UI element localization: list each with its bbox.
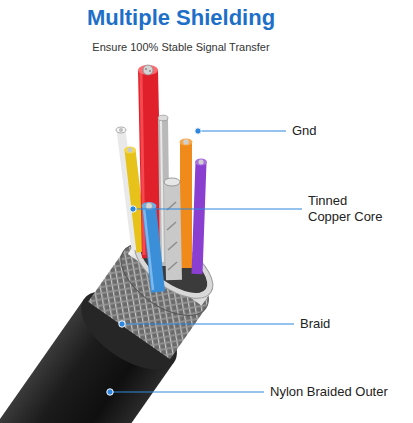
callout-label: Tinned Copper Core <box>308 193 390 225</box>
callout-label: Braid <box>300 316 400 332</box>
title: Multiple Shielding <box>0 4 362 32</box>
leader-line <box>119 321 294 327</box>
subtitle: Ensure 100% Stable Signal Transfer <box>0 39 362 55</box>
leader-dot <box>130 206 136 212</box>
leader-path <box>110 391 264 392</box>
callout-label: Gnd <box>292 123 402 139</box>
leader-path <box>133 208 302 209</box>
conductors <box>116 65 207 292</box>
callout-label: Nylon Braided Outer <box>270 384 408 400</box>
leader-line <box>195 128 286 134</box>
leader-dot <box>119 321 125 327</box>
leader-line <box>107 389 264 395</box>
leader-dot <box>107 389 113 395</box>
leader-path <box>122 323 294 324</box>
leader-path <box>198 130 286 131</box>
leader-line <box>130 206 302 212</box>
leader-dot <box>195 128 201 134</box>
